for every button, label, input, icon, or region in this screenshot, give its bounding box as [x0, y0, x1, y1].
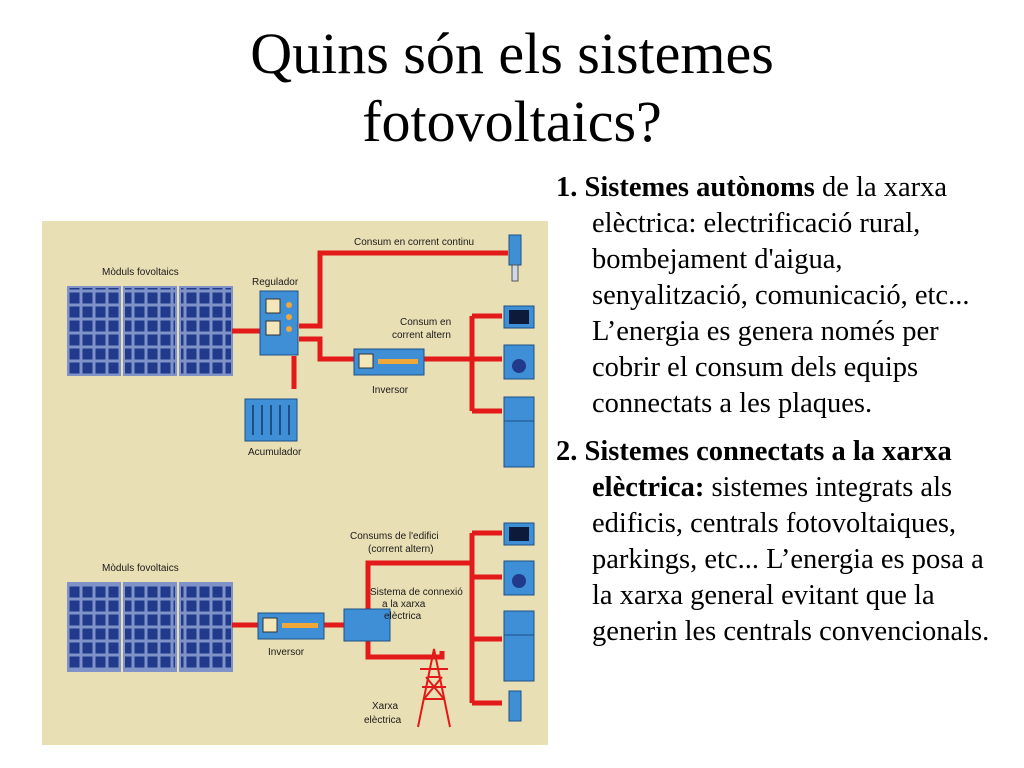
wires-top	[232, 250, 508, 414]
label-grid-2: elèctrica	[364, 715, 402, 726]
inverter-top	[353, 348, 425, 376]
label-top-modules: Mòduls fovoltaics	[102, 267, 179, 278]
label-ac-consumption-2: corrent altern	[392, 330, 451, 341]
title-line-1: Quins són els sistemes	[250, 21, 774, 86]
label-inverter-bottom: Inversor	[268, 647, 305, 658]
item-1-text: de la xarxa elèctrica: electrificació ru…	[592, 172, 970, 419]
photovoltaic-diagram: Mòduls fovoltaics Regulador Consum en co…	[42, 221, 548, 745]
label-accumulator: Acumulador	[248, 447, 302, 458]
label-bottom-modules: Mòduls fovoltaics	[102, 563, 179, 574]
label-building-consumption-1: Consums de l'edifici	[350, 531, 439, 542]
label-dc-consumption: Consum en corrent continu	[354, 237, 474, 248]
label-ac-consumption-1: Consum en	[400, 317, 451, 328]
regulator-device	[259, 290, 299, 356]
inverter-bottom	[257, 612, 325, 640]
system-types-list: 1. Sistemes autònoms de la xarxa elèctri…	[556, 170, 996, 662]
item-2-heading: Sistemes connectats a la xarxa elèctrica…	[584, 436, 952, 503]
item-1-number: 1.	[556, 172, 578, 203]
label-connection-2: a la xarxa	[382, 599, 426, 610]
dc-lamp	[508, 234, 522, 282]
solar-panels-bottom	[67, 582, 233, 672]
item-2-text: sistemes integrats als edificis, central…	[592, 472, 990, 647]
item-2-number: 2.	[556, 436, 578, 467]
battery	[244, 398, 298, 442]
label-inverter-top: Inversor	[372, 385, 409, 396]
label-building-consumption-2: (corrent altern)	[368, 544, 434, 555]
slide-title: Quins són els sistemes fotovoltaics?	[0, 20, 1024, 156]
solar-panels-top	[67, 286, 233, 376]
list-item-autonomous: 1. Sistemes autònoms de la xarxa elèctri…	[556, 170, 996, 422]
label-connection-1: Sistema de connexió	[370, 587, 463, 598]
connection-system-box	[343, 608, 391, 642]
item-1-heading: Sistemes autònoms	[584, 172, 815, 203]
transmission-tower-icon	[417, 648, 451, 728]
label-regulator: Regulador	[252, 277, 299, 288]
appliances-bottom	[503, 522, 535, 722]
label-grid-1: Xarxa	[372, 701, 399, 712]
list-item-grid-connected: 2. Sistemes connectats a la xarxa elèctr…	[556, 434, 996, 650]
title-line-2: fotovoltaics?	[362, 89, 662, 154]
appliances-top	[503, 305, 535, 468]
wires-bottom	[232, 530, 502, 706]
label-connection-3: elèctrica	[384, 611, 422, 622]
